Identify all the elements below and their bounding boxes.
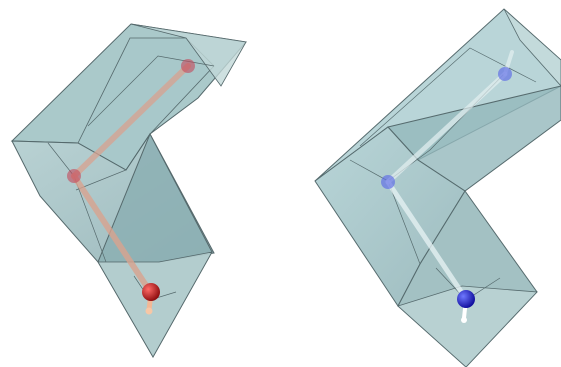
right-joint-middle bbox=[381, 175, 395, 189]
left-joint-middle bbox=[67, 169, 81, 183]
left-end-tip bbox=[146, 308, 153, 315]
right-tube bbox=[315, 9, 561, 367]
left-tube-end-cap-bottom bbox=[98, 252, 212, 357]
left-joint-end bbox=[142, 283, 160, 301]
right-end-tip bbox=[461, 317, 467, 323]
left-joint-top bbox=[181, 59, 195, 73]
left-tube bbox=[12, 24, 246, 357]
right-joint-top bbox=[498, 67, 512, 81]
right-joint-end bbox=[457, 290, 475, 308]
